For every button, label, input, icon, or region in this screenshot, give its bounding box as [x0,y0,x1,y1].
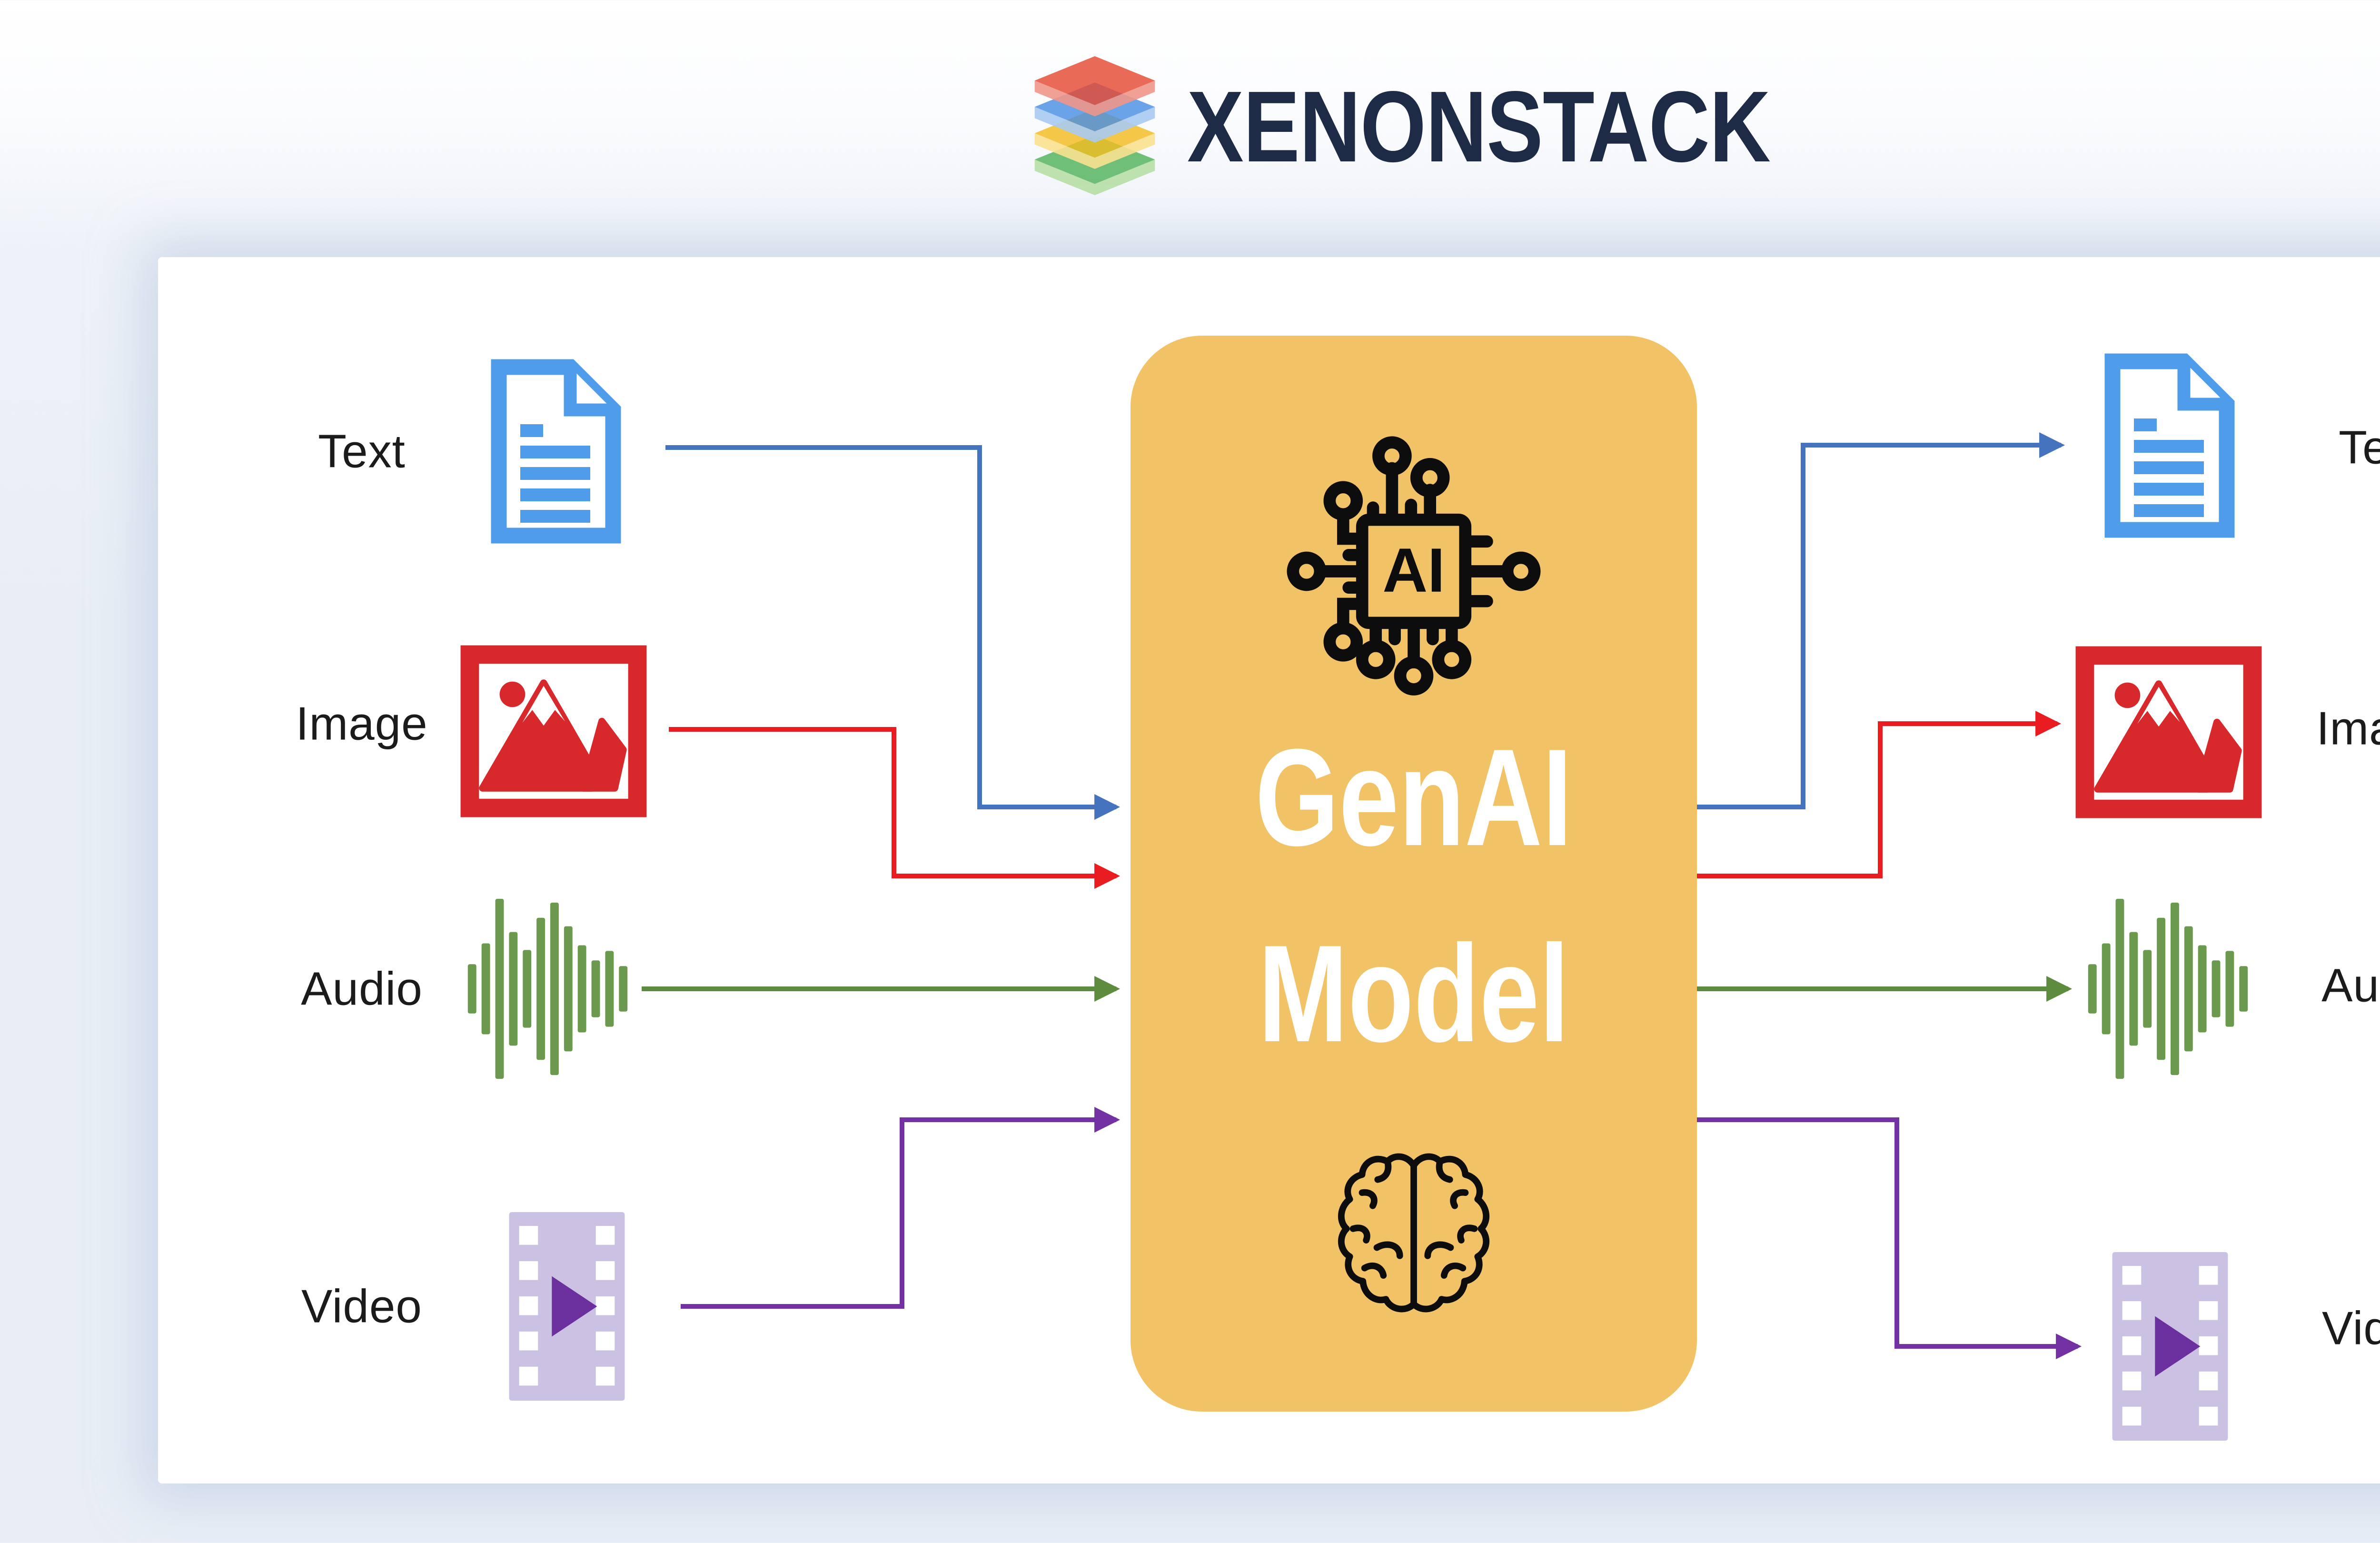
brand-wordmark: XENONSTACK [1187,70,1771,183]
play-icon [552,1276,597,1337]
image-icon-output [2074,646,2263,819]
xenonstack-layers-icon [1034,56,1155,196]
chip-label: AI [1382,535,1445,605]
genai-model-box: AI GenAI Model [1130,336,1697,1412]
input-label-video: Video [301,1280,422,1333]
xenonstack-logo: XENONSTACK [1034,56,1881,197]
image-icon-input [459,645,648,818]
logo-layer-red [1034,56,1155,117]
input-label-audio: Audio [301,962,423,1015]
input-label-text: Text [318,425,406,478]
video-film-icon-input [491,1212,643,1401]
audio-waveform-icon-output [2086,889,2252,1088]
output-label-image: Image [2316,702,2380,755]
play-icon [2155,1316,2201,1377]
model-title-line1: GenAI [1255,720,1573,875]
video-film-icon-output [2094,1252,2246,1441]
audio-waveform-icon-input [466,889,632,1088]
model-title-line2: Model [1258,916,1569,1071]
ai-chip-icon: AI [1278,421,1549,721]
output-label-text: Text [2339,421,2380,474]
input-label-image: Image [296,697,428,750]
text-document-icon-output [2098,352,2241,539]
text-document-icon-input [485,358,627,545]
brain-icon [1327,1146,1500,1334]
output-label-audio: Audio [2321,959,2380,1012]
output-label-video: Video [2322,1302,2380,1354]
